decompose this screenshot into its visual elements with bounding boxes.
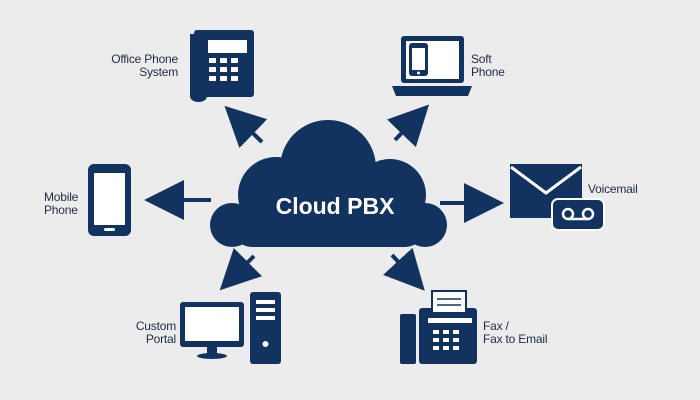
voicemail-label: Voicemail: [588, 183, 654, 196]
desk-phone-icon: [190, 30, 254, 102]
fax-label-line1: Fax /: [483, 319, 509, 333]
voicemail-icon: [510, 164, 605, 231]
office-phone-label-line1: Office Phone: [111, 52, 178, 66]
arrow-icon-custom-portal: [219, 247, 263, 291]
mobile-phone-label-line1: Mobile: [44, 190, 79, 204]
arrow-icon-office-phone: [224, 105, 268, 149]
arrow-icon-soft-phone: [386, 104, 430, 148]
fax-label: Fax / Fax to Email: [483, 320, 573, 346]
cloud-icon: [210, 120, 447, 247]
laptop-icon: [392, 36, 472, 96]
computer-icon: [180, 292, 281, 364]
voicemail-label-line1: Voicemail: [588, 182, 638, 196]
mobile-phone-label-line2: Phone: [44, 203, 78, 217]
office-phone-label: Office Phone System: [84, 53, 178, 79]
mobile-phone-icon: [88, 164, 131, 236]
soft-phone-label: Soft Phone: [471, 53, 531, 79]
office-phone-label-line2: System: [139, 65, 178, 79]
arrow-icon-fax: [383, 247, 425, 291]
soft-phone-label-line2: Phone: [471, 65, 505, 79]
cloud-title: Cloud PBX: [275, 193, 395, 219]
mobile-phone-label: Mobile Phone: [44, 191, 86, 217]
fax-label-line2: Fax to Email: [483, 332, 548, 346]
soft-phone-label-line1: Soft: [471, 52, 492, 66]
custom-portal-label: Custom Portal: [110, 320, 176, 346]
custom-portal-label-line2: Portal: [145, 332, 176, 346]
custom-portal-label-line1: Custom: [135, 319, 176, 333]
fax-machine-icon: [400, 290, 477, 364]
